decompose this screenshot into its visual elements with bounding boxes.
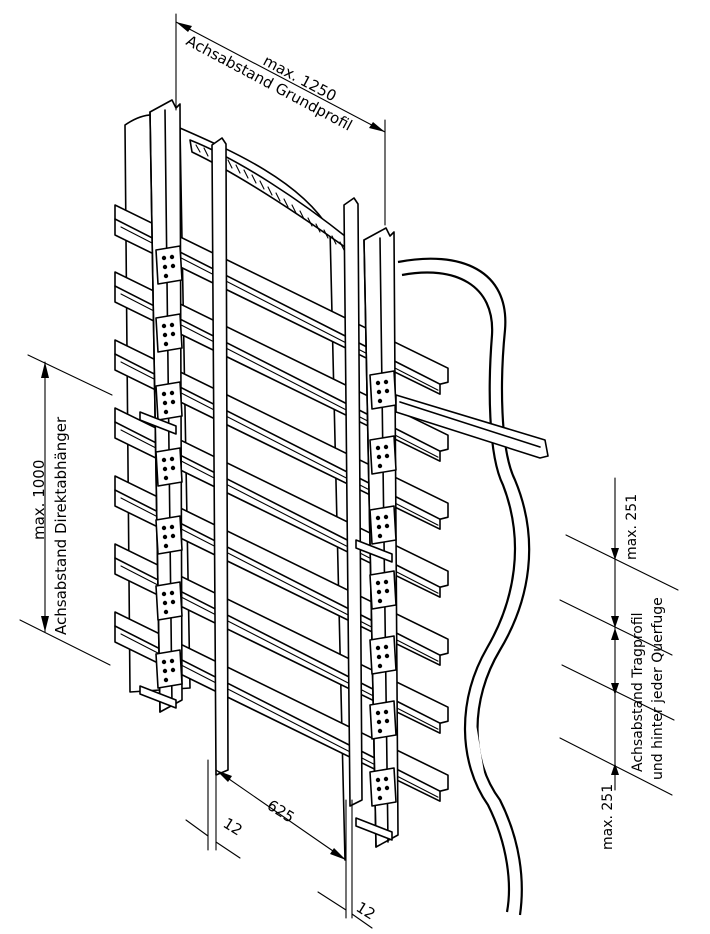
connector-clip xyxy=(155,649,183,689)
dim-right-label-2: und hinter jeder Querfuge xyxy=(650,597,666,780)
hanger-bracket xyxy=(139,411,177,435)
dim-bottom-span: 625 xyxy=(264,796,298,826)
connector-clip xyxy=(155,313,183,353)
connector-clip xyxy=(369,505,397,545)
dim-right-label-1: Achsabstand Tragprofil xyxy=(630,612,646,772)
connector-clip xyxy=(369,635,397,675)
dim-right-bottom: max. 251 xyxy=(600,784,616,850)
hanger-bracket xyxy=(355,817,393,841)
hanger-bracket xyxy=(139,685,177,709)
hanger-rail xyxy=(395,394,549,459)
dim-right-top: max. 251 xyxy=(624,494,640,560)
dimension-left: max. 1000 Achsabstand Direktabhänger xyxy=(19,354,113,666)
connector-clip xyxy=(155,447,183,487)
connector-clip xyxy=(369,767,397,807)
connector-clip xyxy=(155,245,183,285)
connector-clip xyxy=(155,581,183,621)
dim-left-value: max. 1000 xyxy=(30,460,48,540)
connector-clips xyxy=(139,245,397,841)
dim-bottom-left-gap: 12 xyxy=(220,814,246,839)
dim-left-label: Achsabstand Direktabhänger xyxy=(52,416,70,635)
connector-clip xyxy=(369,700,397,740)
connector-clip xyxy=(369,370,397,410)
connector-clip xyxy=(369,570,397,610)
hanger-bracket xyxy=(355,539,393,563)
connector-clip xyxy=(155,515,183,555)
cross-profiles xyxy=(114,204,449,802)
dimension-right: max. 251 Achsabstand Tragprofil und hint… xyxy=(559,477,679,850)
connector-clip xyxy=(155,381,183,421)
dim-bottom-right-gap: 12 xyxy=(353,898,379,923)
connector-clip xyxy=(369,435,397,475)
